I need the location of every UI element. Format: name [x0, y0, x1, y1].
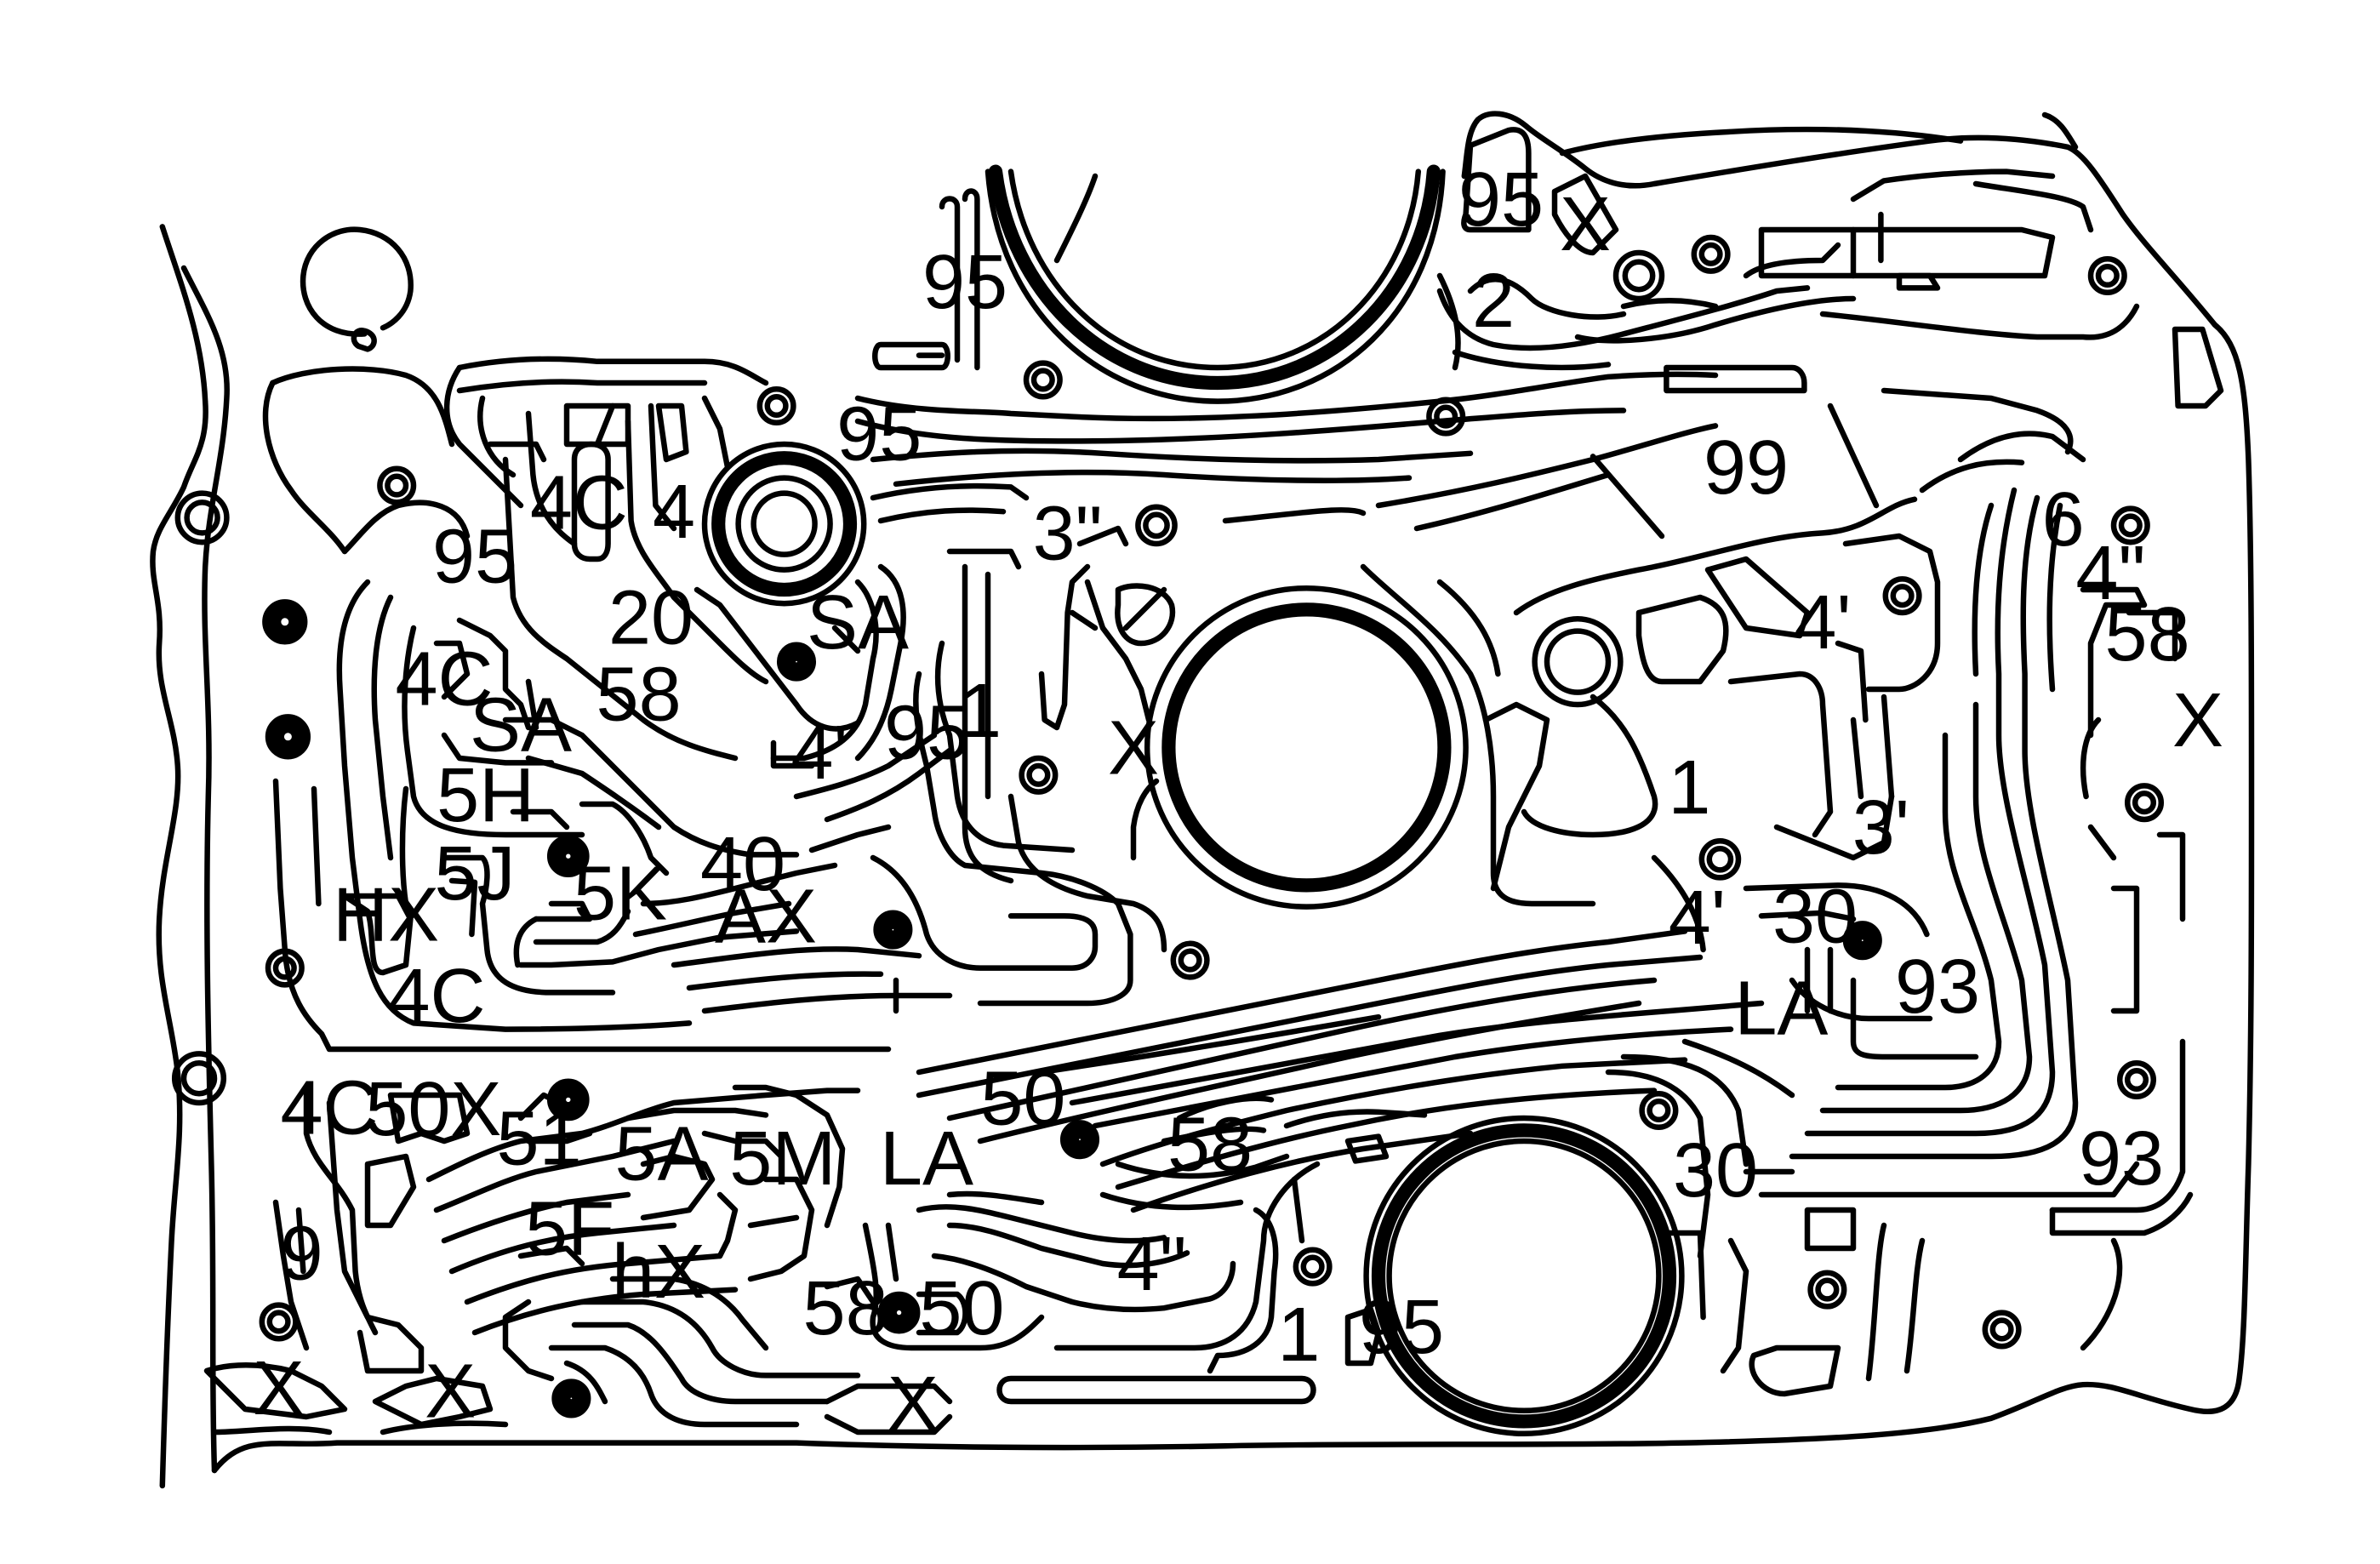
passage-labels: 95 X 95 2 95 4C 4 99 3" 95 20 SA 4C 58 S…	[254, 157, 2223, 1447]
label-9: 9	[281, 1211, 323, 1296]
label-4c-mid: 4C	[387, 954, 485, 1039]
label-50-center: 50	[980, 1057, 1065, 1142]
label-4-prime-lower: 4'	[1669, 876, 1726, 961]
boss-center-right	[1513, 496, 1918, 708]
label-sa-upper: SA	[807, 580, 909, 665]
label-5a: 5A	[615, 1111, 709, 1196]
label-5j: 5J	[434, 831, 515, 916]
label-58-right: 58	[2105, 592, 2190, 677]
label-x-top: X	[1560, 182, 1611, 267]
label-5f: 5F	[525, 1187, 614, 1272]
label-95-top: 95	[1458, 157, 1544, 243]
bore-left-small	[300, 226, 414, 352]
label-la-center: LA	[880, 1116, 973, 1202]
label-1-center: 1	[959, 669, 1002, 754]
label-4-double-prime-right: 4"	[2075, 531, 2145, 616]
label-x-bottom-center: X	[888, 1361, 939, 1447]
label-51: 51	[497, 1096, 582, 1181]
label-4-prime-center: 4'	[790, 711, 848, 796]
label-4-prime-right: 4'	[1794, 580, 1851, 665]
label-93-lower: 93	[2079, 1116, 2164, 1202]
label-99: 99	[1704, 425, 1789, 511]
label-4: 4	[653, 470, 695, 555]
label-4c-lower: 4C	[280, 1065, 378, 1150]
label-4-double-prime-lower: 4"	[1117, 1222, 1187, 1307]
label-x-bottom-mid: X	[425, 1349, 476, 1434]
label-x-bottom-left: X	[254, 1346, 305, 1431]
label-3-double-prime: 3"	[1033, 491, 1103, 576]
casting-outline	[150, 111, 2255, 1489]
label-3-prime: 3'	[1852, 785, 1909, 870]
label-5h: 5H	[437, 753, 534, 838]
label-x-right: X	[2172, 678, 2223, 763]
boss-center-left	[701, 441, 867, 607]
label-30-lower: 30	[1673, 1128, 1758, 1213]
bolt-holes	[171, 234, 2165, 1418]
label-58-bottom: 58	[803, 1266, 888, 1351]
label-1-right: 1	[1668, 745, 1710, 831]
label-2: 2	[1472, 259, 1515, 344]
label-58-lower: 58	[1167, 1103, 1253, 1188]
label-5k: 5K	[574, 851, 667, 936]
bore-center	[1144, 585, 1469, 910]
label-1-bottom: 1	[1277, 1293, 1320, 1378]
fluid-passages	[203, 127, 2224, 1436]
label-95-bottom: 95	[1359, 1285, 1444, 1370]
label-5m: 5M	[729, 1116, 836, 1202]
label-58-left: 58	[596, 652, 682, 737]
label-x-center: X	[1108, 705, 1159, 791]
bore-lower	[1363, 1115, 1685, 1437]
label-4c-upper: 4C	[530, 460, 628, 545]
label-95-upper-left: 95	[922, 240, 1007, 325]
label-hx: HX	[333, 873, 439, 958]
label-sa-left: SA	[470, 682, 572, 768]
label-6: 6	[2042, 477, 2085, 562]
label-95-boss: 95	[836, 391, 922, 477]
label-95-left: 95	[432, 514, 517, 599]
label-hx-lower: hX	[612, 1230, 705, 1315]
label-ax: AX	[715, 874, 817, 959]
label-la-right: LA	[1734, 966, 1828, 1051]
label-50-bottom: 50	[919, 1266, 1004, 1351]
bore-top	[985, 164, 1446, 404]
label-40: 40	[700, 822, 785, 907]
label-93-upper: 93	[1895, 945, 1980, 1030]
label-30-upper: 30	[1772, 874, 1858, 959]
label-95-center: 95	[884, 690, 969, 775]
label-20: 20	[608, 575, 693, 660]
label-50x: 50X	[365, 1067, 501, 1152]
label-4c-left: 4C	[395, 636, 493, 722]
